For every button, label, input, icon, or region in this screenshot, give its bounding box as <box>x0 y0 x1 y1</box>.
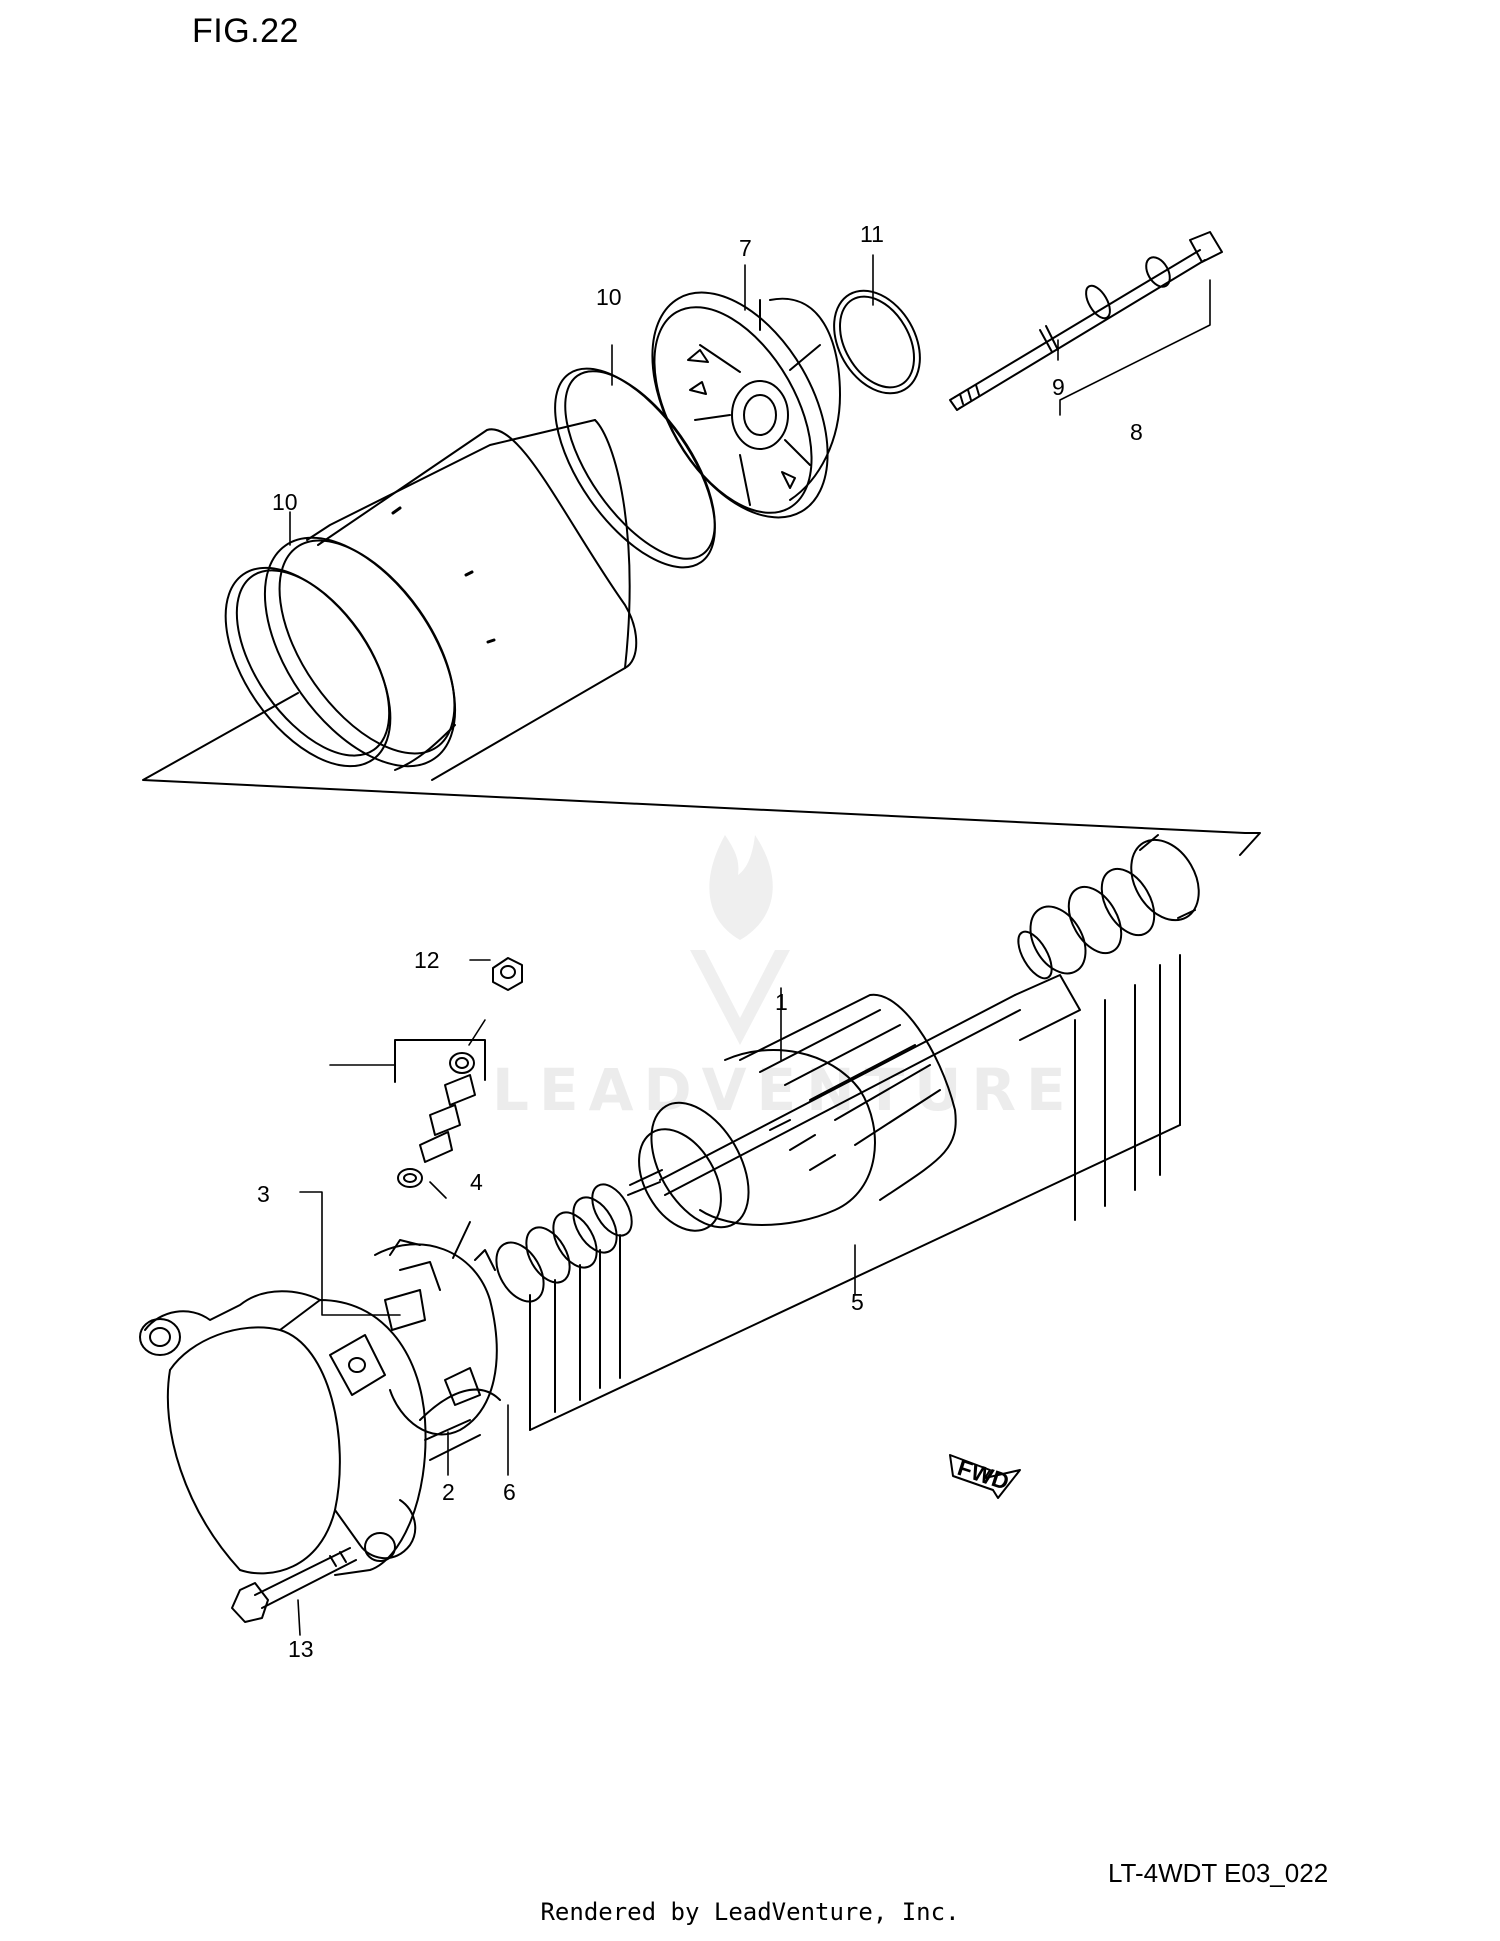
figure-title: FIG.22 <box>192 12 299 50</box>
part-10-o-ring-front <box>224 566 392 768</box>
assembly-outline <box>142 692 1261 856</box>
part-4-washer <box>397 1168 423 1188</box>
watermark-text: LEADVENTURE <box>492 1056 1076 1124</box>
part-7-end-cover <box>651 291 841 519</box>
yoke-housing <box>263 419 638 781</box>
callout-4: 4 <box>470 1169 483 1195</box>
callout-5: 5 <box>851 1289 864 1315</box>
callout-11: 11 <box>860 221 884 247</box>
callout-10-rear: 10 <box>596 284 622 310</box>
fwd-arrow: FWD <box>949 1454 1021 1499</box>
part-2-front-housing <box>139 1290 501 1576</box>
part-13-bolt <box>231 1547 357 1623</box>
drawing-code: LT-4WDT E03_022 <box>1108 1858 1329 1888</box>
callout-leaders <box>289 254 1211 1636</box>
callout-7: 7 <box>739 235 752 261</box>
part-12-nut <box>492 957 523 991</box>
callout-9: 9 <box>1052 374 1065 400</box>
footer-credit: Rendered by LeadVenture, Inc. <box>540 1898 960 1926</box>
part-5-washers-front <box>495 1183 633 1303</box>
part-10-o-ring-rear <box>554 367 716 569</box>
callout-1: 1 <box>775 989 788 1015</box>
callout-6: 6 <box>503 1479 516 1505</box>
part-6-brush-holder <box>374 1239 498 1436</box>
callout-3: 3 <box>257 1181 270 1207</box>
part-5-washers-rear <box>1017 834 1200 980</box>
watermark: LEADVENTURE <box>492 835 1076 1124</box>
part-5-bracket-lines <box>529 954 1181 1431</box>
part-1-armature <box>627 974 1081 1232</box>
part-8-through-bolt <box>949 231 1223 411</box>
callout-12: 12 <box>414 947 440 973</box>
callout-8: 8 <box>1130 419 1143 445</box>
callout-numbers: 1 2 3 4 5 6 7 8 9 10 10 11 12 13 <box>257 221 1143 1662</box>
fwd-label: FWD <box>954 1454 1012 1495</box>
callout-10-front: 10 <box>272 489 298 515</box>
part-3-terminal-bolt-set <box>394 1039 486 1259</box>
callout-2: 2 <box>442 1479 455 1505</box>
part-11-o-ring <box>833 289 921 395</box>
callout-13: 13 <box>288 1636 314 1662</box>
